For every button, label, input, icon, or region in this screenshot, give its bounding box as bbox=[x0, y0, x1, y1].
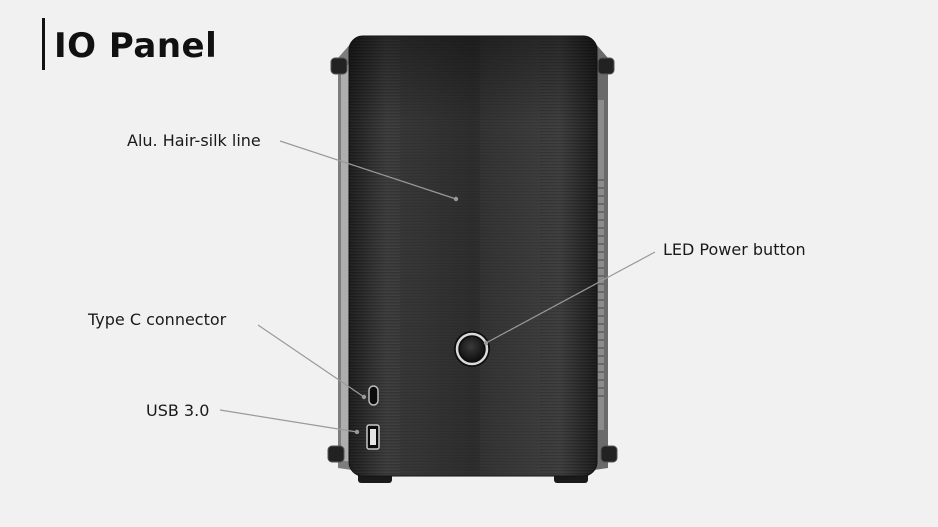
led-power-button bbox=[454, 331, 490, 367]
thumb-screws bbox=[327, 57, 618, 463]
right-vent-slots bbox=[598, 179, 604, 397]
callout-line-usb bbox=[219, 409, 358, 433]
callout-line-alu bbox=[279, 140, 457, 200]
callout-usb: USB 3.0 bbox=[146, 401, 210, 420]
title-accent-bar bbox=[42, 18, 45, 70]
callout-dots bbox=[354, 196, 489, 435]
type-c-port bbox=[368, 385, 379, 406]
callout-lines bbox=[219, 140, 656, 433]
callout-alu-finish: Alu. Hair-silk line bbox=[127, 131, 261, 150]
usb-port bbox=[366, 424, 380, 450]
callout-power-button: LED Power button bbox=[663, 240, 806, 259]
callout-line-typec bbox=[257, 324, 365, 398]
callout-type-c: Type C connector bbox=[88, 310, 227, 329]
page-title: IO Panel bbox=[54, 26, 218, 66]
callout-line-led bbox=[485, 251, 656, 344]
